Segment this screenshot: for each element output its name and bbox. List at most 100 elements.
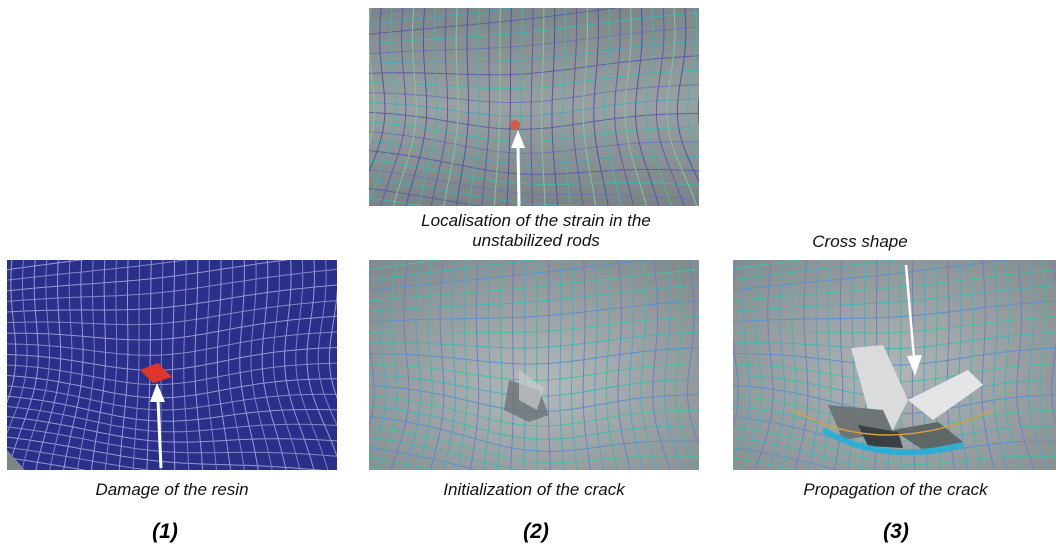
mesh-line	[676, 8, 699, 183]
mesh-line	[733, 347, 1056, 366]
mesh-line	[369, 260, 649, 291]
mesh-line	[733, 331, 1056, 350]
mesh-line	[7, 347, 337, 371]
mesh-line	[635, 8, 660, 206]
mesh-line	[228, 260, 245, 470]
mesh-line	[741, 260, 763, 470]
panel-number-3: (3)	[883, 520, 909, 543]
mesh-line	[284, 260, 315, 470]
mesh-line	[733, 436, 878, 470]
mesh-line	[645, 8, 672, 206]
mesh-line	[369, 8, 396, 205]
mesh-line	[559, 260, 565, 470]
mesh-line	[605, 260, 618, 470]
mesh-line	[392, 8, 417, 206]
mesh-line	[7, 260, 189, 281]
mesh-line	[261, 260, 287, 470]
mesh-line	[456, 260, 468, 470]
mesh-line	[376, 260, 398, 470]
mesh-line	[7, 260, 17, 404]
mesh-line	[250, 260, 273, 470]
mesh-line	[369, 140, 699, 165]
mesh-line	[7, 456, 87, 470]
mesh-line	[369, 446, 479, 470]
mesh-line	[820, 260, 832, 470]
mesh-line	[733, 447, 839, 470]
panel-number-1: (1)	[152, 520, 178, 543]
mesh-line	[63, 260, 84, 470]
mesh-line	[7, 362, 337, 386]
mesh-line	[541, 8, 546, 206]
crack-propagation-mesh	[733, 260, 1056, 470]
mesh-line	[624, 8, 647, 206]
mesh-line	[369, 416, 699, 452]
mesh-line	[733, 260, 751, 461]
mesh-line	[530, 8, 534, 206]
crack-initialization-image	[369, 260, 699, 470]
mesh-line	[733, 260, 803, 270]
mesh-line	[194, 260, 204, 470]
mesh-line	[603, 8, 622, 206]
mesh-line	[687, 8, 699, 159]
mesh-line	[443, 260, 456, 470]
mesh-line	[369, 159, 699, 186]
mesh-line	[481, 8, 491, 206]
mesh-line	[993, 260, 1009, 470]
mesh-line	[306, 260, 337, 458]
mesh-line	[416, 260, 433, 470]
mesh-line	[483, 260, 491, 470]
mesh-line	[900, 260, 902, 470]
mesh-line	[369, 260, 387, 460]
mesh-line	[582, 8, 597, 206]
mesh-line	[470, 260, 480, 470]
mesh-line	[1027, 260, 1049, 470]
mesh-line	[733, 426, 1056, 466]
mesh-line	[781, 260, 797, 470]
mesh-line	[7, 268, 337, 302]
resin-damage-caption: Damage of the resin	[95, 480, 249, 499]
mesh-line	[571, 260, 578, 470]
mesh-line	[767, 260, 786, 470]
mesh-line	[369, 436, 666, 470]
mesh-line	[655, 8, 685, 206]
mesh-line	[697, 94, 699, 127]
mesh-line	[272, 260, 301, 470]
mesh-line	[405, 8, 428, 206]
mesh-line	[7, 260, 85, 271]
mesh-line	[369, 395, 699, 427]
mesh-line	[7, 374, 337, 399]
mesh-line	[594, 260, 605, 470]
mesh-line	[1051, 260, 1056, 426]
mesh-line	[35, 260, 62, 470]
mesh-line	[369, 8, 376, 145]
mesh-line	[430, 260, 445, 470]
mesh-line	[506, 8, 512, 206]
mesh-line	[369, 197, 425, 206]
mesh-line	[7, 416, 337, 443]
mesh-line	[733, 260, 1011, 291]
mesh-line	[295, 260, 329, 470]
mesh-line	[380, 8, 407, 206]
mesh-line	[418, 8, 438, 206]
mesh-line	[239, 260, 259, 470]
mesh-line	[7, 426, 337, 457]
mesh-line	[547, 260, 551, 470]
mesh-line	[456, 8, 469, 206]
panel-number-2: (2)	[523, 520, 549, 543]
crack-initialization-mesh	[369, 260, 699, 470]
mesh-line	[369, 69, 699, 90]
mesh-line	[369, 457, 437, 470]
mesh-line	[733, 260, 739, 429]
mesh-line	[369, 8, 424, 16]
mesh-line	[369, 260, 536, 281]
mesh-line	[49, 260, 73, 470]
mesh-line	[686, 260, 699, 446]
mesh-line	[754, 260, 774, 470]
mesh-line	[7, 260, 39, 470]
mesh-line	[369, 8, 386, 173]
mesh-line	[369, 26, 699, 55]
crack-initialization-caption: Initialization of the crack	[443, 480, 625, 499]
mesh-line	[7, 260, 28, 435]
mesh-line	[118, 260, 129, 470]
mesh-line	[369, 55, 699, 76]
